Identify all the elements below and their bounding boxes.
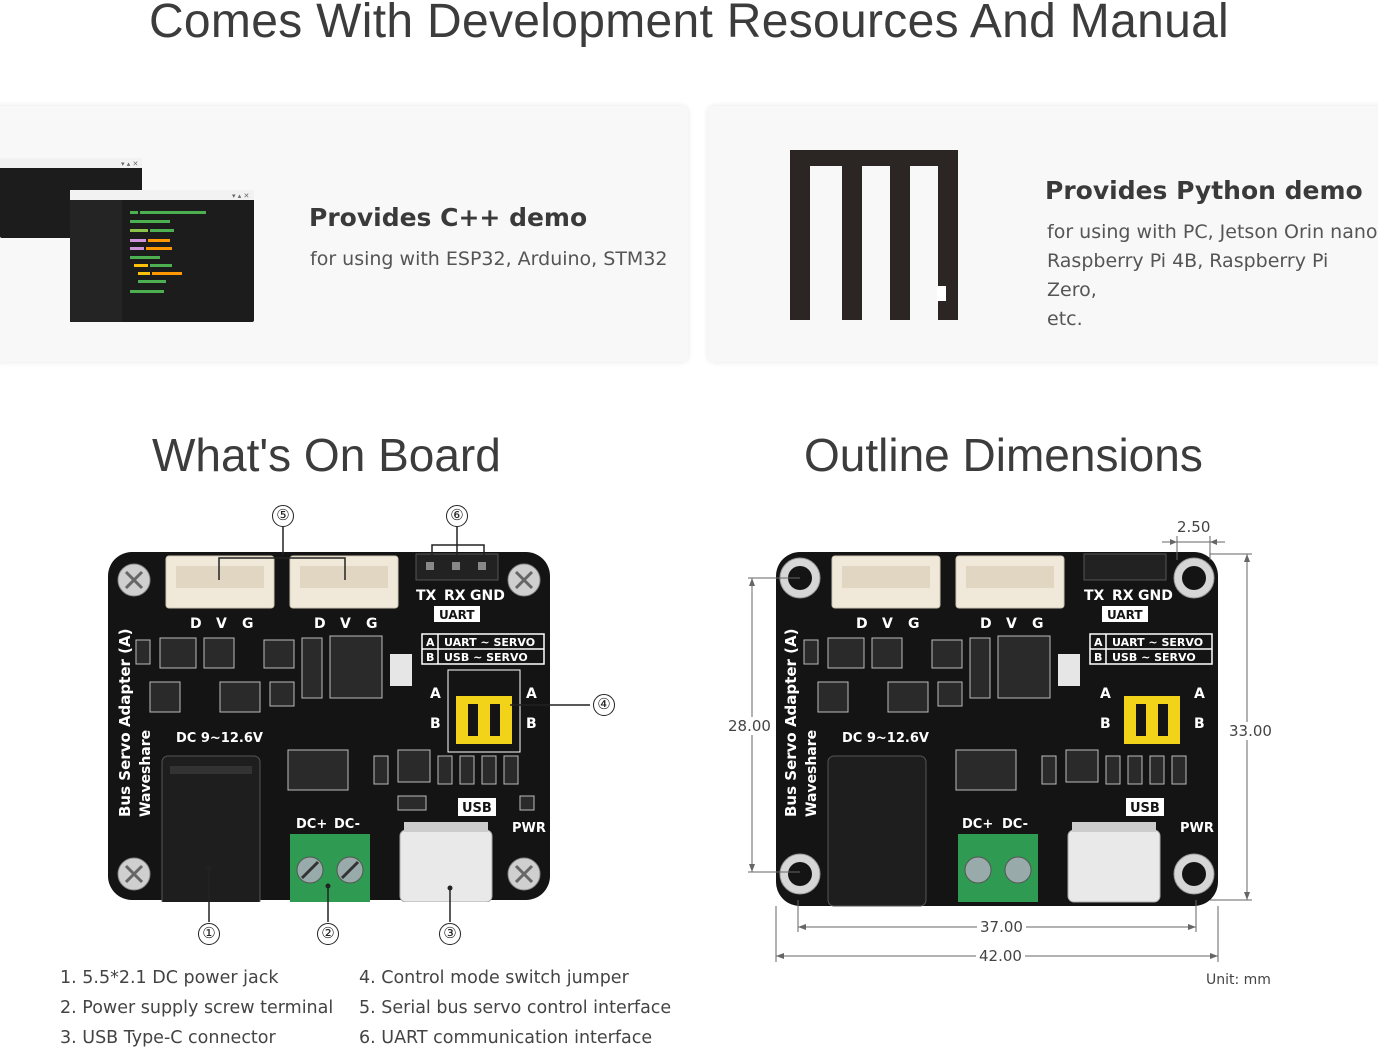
pin-label: G	[908, 616, 920, 632]
dc-plus-label: DC+	[962, 817, 993, 832]
mode-b-key: B	[426, 651, 434, 664]
pin-label: D	[856, 616, 868, 632]
mode-a-key: A	[426, 636, 435, 649]
outline-dimensions-title: Outline Dimensions	[804, 429, 1203, 481]
mode-a-key: A	[1094, 636, 1103, 649]
power-input-label: DC 9~12.6V	[842, 731, 929, 746]
dimension-hole-offset: 2.50	[1174, 518, 1214, 536]
uart-pin-label: RX	[444, 588, 466, 604]
micropython-logo-icon	[790, 150, 958, 320]
uart-pin-label: RX	[1112, 588, 1134, 604]
jumper-b-right: B	[526, 716, 537, 732]
usb-label: USB	[1130, 801, 1160, 816]
python-demo-line-3: etc.	[1047, 308, 1083, 330]
dimension-hole-spacing-height: 28.00	[725, 717, 774, 735]
uart-pin-label: GND	[1138, 588, 1173, 604]
python-demo-title: Provides Python demo	[1045, 176, 1363, 205]
cpp-demo-text: for using with ESP32, Arduino, STM32	[310, 248, 668, 270]
product-name: Bus Servo Adapter (A)	[782, 629, 800, 817]
pwr-label: PWR	[1180, 821, 1214, 836]
usb-label: USB	[462, 801, 492, 816]
dimension-board-height: 33.00	[1226, 722, 1275, 740]
jumper-b-right: B	[1194, 716, 1205, 732]
pin-label: G	[366, 616, 378, 632]
svg-text:▾ ▴ ✕: ▾ ▴ ✕	[121, 160, 138, 168]
brand-name: Waveshare	[804, 730, 820, 817]
mode-b-key: B	[1094, 651, 1102, 664]
callout-1: ①	[198, 923, 220, 945]
uart-pin-label: TX	[416, 588, 437, 604]
jumper-a-left: A	[1100, 686, 1111, 702]
callout-5: ⑤	[272, 505, 294, 527]
dc-power-jack	[161, 755, 261, 902]
legend-right: 4. Control mode switch jumper 5. Serial …	[359, 963, 671, 1052]
python-demo-line-2: Raspberry Pi 4B, Raspberry Pi Zero,	[1047, 250, 1329, 301]
legend-item-5: 5. Serial bus servo control interface	[359, 998, 672, 1018]
pin-label: V	[1006, 616, 1017, 632]
mode-b-text: USB ~ SERVO	[1112, 651, 1196, 664]
pwr-label: PWR	[512, 821, 546, 836]
pin-label: D	[190, 616, 202, 632]
pin-label: V	[340, 616, 351, 632]
callout-3: ③	[439, 923, 461, 945]
legend-left: 1. 5.5*2.1 DC power jack 2. Power supply…	[60, 963, 333, 1052]
pin-label: V	[882, 616, 893, 632]
pin-label: V	[216, 616, 227, 632]
unit-label: Unit: mm	[1206, 972, 1271, 988]
pin-label: G	[1032, 616, 1044, 632]
cpp-demo-card: ▾ ▴ ✕ ▾ ▴ ✕ Provides C++ demo for using …	[0, 106, 688, 362]
mode-b-text: USB ~ SERVO	[444, 651, 528, 664]
whats-on-board-title: What's On Board	[152, 429, 501, 481]
uart-label: UART	[1107, 608, 1143, 622]
board-illustration: D V G D V G TX RX GND UART A B UART ~ SE…	[108, 552, 550, 902]
pin-label: D	[314, 616, 326, 632]
dc-minus-label: DC-	[334, 817, 360, 832]
pin-label: G	[242, 616, 254, 632]
legend-item-3: 3. USB Type-C connector	[60, 1028, 276, 1048]
python-demo-card: Provides Python demo for using with PC, …	[708, 106, 1378, 362]
uart-pin-label: GND	[470, 588, 505, 604]
dc-plus-label: DC+	[296, 817, 327, 832]
mode-jumper	[456, 696, 512, 744]
jumper-a-right: A	[526, 686, 537, 702]
callout-6: ⑥	[446, 505, 468, 527]
legend-item-6: 6. UART communication interface	[359, 1028, 653, 1048]
python-demo-text: for using with PC, Jetson Orin nano, Ras…	[1047, 218, 1378, 334]
dc-minus-label: DC-	[1002, 817, 1028, 832]
jumper-a-right: A	[1194, 686, 1205, 702]
pin-label: D	[980, 616, 992, 632]
mounting-hole	[779, 557, 1215, 895]
power-input-label: DC 9~12.6V	[176, 731, 263, 746]
svg-text:▾ ▴ ✕: ▾ ▴ ✕	[232, 192, 249, 200]
callout-2: ②	[317, 923, 339, 945]
dimension-board-illustration: D V G D V G TX RX GND UART A B UART ~ SE…	[776, 552, 1218, 907]
code-editor-icon: ▾ ▴ ✕ ▾ ▴ ✕	[0, 158, 254, 322]
brand-name: Waveshare	[138, 730, 154, 817]
mode-a-text: UART ~ SERVO	[1112, 636, 1203, 649]
product-name: Bus Servo Adapter (A)	[116, 629, 134, 817]
cpp-demo-title: Provides C++ demo	[309, 203, 588, 232]
usb-c-connector	[399, 829, 493, 902]
legend-item-2: 2. Power supply screw terminal	[60, 998, 334, 1018]
dimension-hole-spacing-width: 37.00	[977, 918, 1026, 936]
legend-item-4: 4. Control mode switch jumper	[359, 968, 629, 988]
uart-pin-label: TX	[1084, 588, 1105, 604]
jumper-a-left: A	[430, 686, 441, 702]
legend-item-1: 1. 5.5*2.1 DC power jack	[60, 968, 279, 988]
jumper-b-left: B	[430, 716, 441, 732]
page-title: Comes With Development Resources And Man…	[148, 0, 1230, 48]
uart-label: UART	[439, 608, 475, 622]
dimension-board-width: 42.00	[976, 947, 1025, 965]
jumper-b-left: B	[1100, 716, 1111, 732]
callout-4: ④	[593, 694, 615, 716]
mode-a-text: UART ~ SERVO	[444, 636, 535, 649]
python-demo-line-1: for using with PC, Jetson Orin nano,	[1047, 221, 1378, 243]
